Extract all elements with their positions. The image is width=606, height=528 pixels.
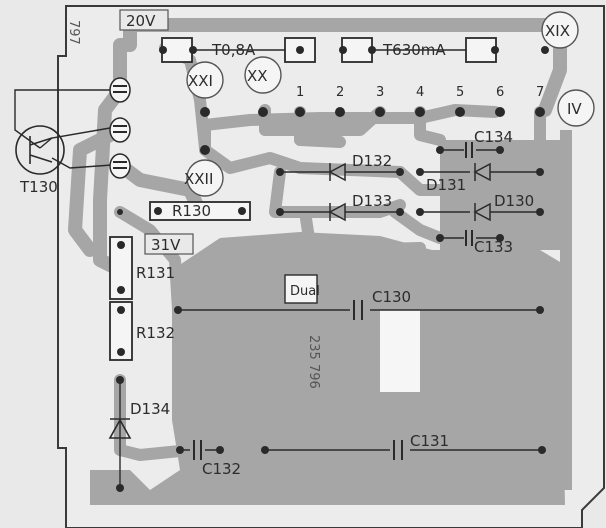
capacitor-C133 [465, 230, 473, 246]
dual-logo-box [284, 274, 318, 304]
pin-1: 1 [296, 85, 304, 100]
roman-xx: XX [247, 67, 268, 85]
roman-xxi: XXI [188, 72, 213, 90]
fuse-f1-label: T0,8A [211, 41, 256, 59]
pin-2: 2 [336, 85, 344, 100]
pin-5: 5 [456, 85, 464, 100]
label-c134: C134 [474, 128, 513, 146]
pin-4: 4 [416, 85, 424, 100]
label-d130: D130 [494, 192, 534, 210]
supply-20v-label: 20V [126, 12, 156, 30]
label-t130: T130 [19, 178, 58, 196]
roman-pad-circles [186, 11, 595, 197]
diode-D130 [473, 202, 491, 222]
capacitor-C130 [353, 300, 363, 320]
resistor-R131 [109, 236, 133, 300]
capacitor-C132 [193, 440, 202, 460]
transistor-T130-symbol [15, 125, 65, 175]
label-c131: C131 [410, 432, 449, 450]
supply-20v-box [119, 9, 169, 31]
diode-D133 [328, 202, 346, 222]
pin-6: 6 [496, 85, 504, 100]
label-d133: D133 [352, 192, 392, 210]
label-r130: R130 [172, 202, 211, 220]
label-d132: D132 [352, 152, 392, 170]
diode-D134 [108, 418, 132, 439]
transistor-pads [109, 77, 131, 179]
solder-pads [116, 46, 549, 492]
label-d134: D134 [130, 400, 170, 418]
label-d131: D131 [426, 176, 466, 194]
resistor-R130 [149, 201, 251, 221]
pin-7: 7 [536, 85, 544, 100]
roman-iv: IV [567, 100, 582, 118]
cutout [380, 310, 420, 392]
supply-31v-box [144, 233, 194, 255]
pin-3: 3 [376, 85, 384, 100]
supply-31v-label: 31V [151, 236, 181, 254]
logo-text: Dual [290, 284, 320, 299]
resistor-R132 [109, 301, 133, 361]
capacitor-C131 [393, 440, 403, 460]
part-number: 235 796 [306, 335, 321, 389]
label-r131: R131 [136, 264, 175, 282]
diode-D131 [473, 162, 491, 182]
roman-xxii: XXII [184, 170, 213, 188]
label-r132: R132 [136, 324, 175, 342]
diode-D132 [328, 162, 346, 182]
label-c133: C133 [474, 238, 513, 256]
fuse-f2-label: T630mA [382, 41, 446, 59]
corner-mark: 797 [66, 20, 81, 45]
label-c130: C130 [372, 288, 411, 306]
label-c132: C132 [202, 460, 241, 478]
roman-xix: XIX [545, 22, 570, 40]
capacitor-C134 [465, 142, 473, 158]
fuse-T630mA [341, 37, 497, 63]
